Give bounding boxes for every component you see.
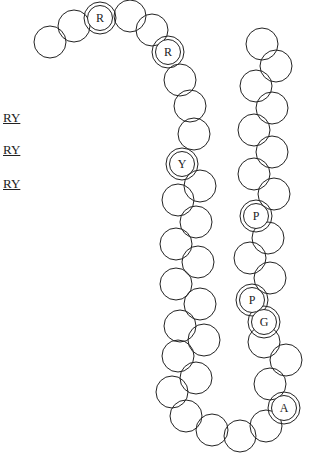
residue-circle: G (251, 309, 277, 335)
residue-circle: A (271, 395, 297, 421)
residue-circle: Y (169, 151, 195, 177)
residue-circle: P (243, 203, 269, 229)
sequence-label: RY (3, 110, 20, 126)
residue-circle: R (87, 5, 113, 31)
residue-letter: A (280, 402, 289, 414)
residue-letter: P (253, 210, 260, 222)
residue-letter: R (164, 46, 172, 58)
residue-letter: G (260, 316, 269, 328)
sequence-label: RY (3, 176, 20, 192)
residue-letter: Y (178, 158, 187, 170)
residue-letter: P (249, 294, 256, 306)
residue-circle: R (155, 39, 181, 65)
sequence-label: RY (3, 142, 20, 158)
residue-letter: R (96, 12, 104, 24)
residue-circles (34, 0, 302, 452)
